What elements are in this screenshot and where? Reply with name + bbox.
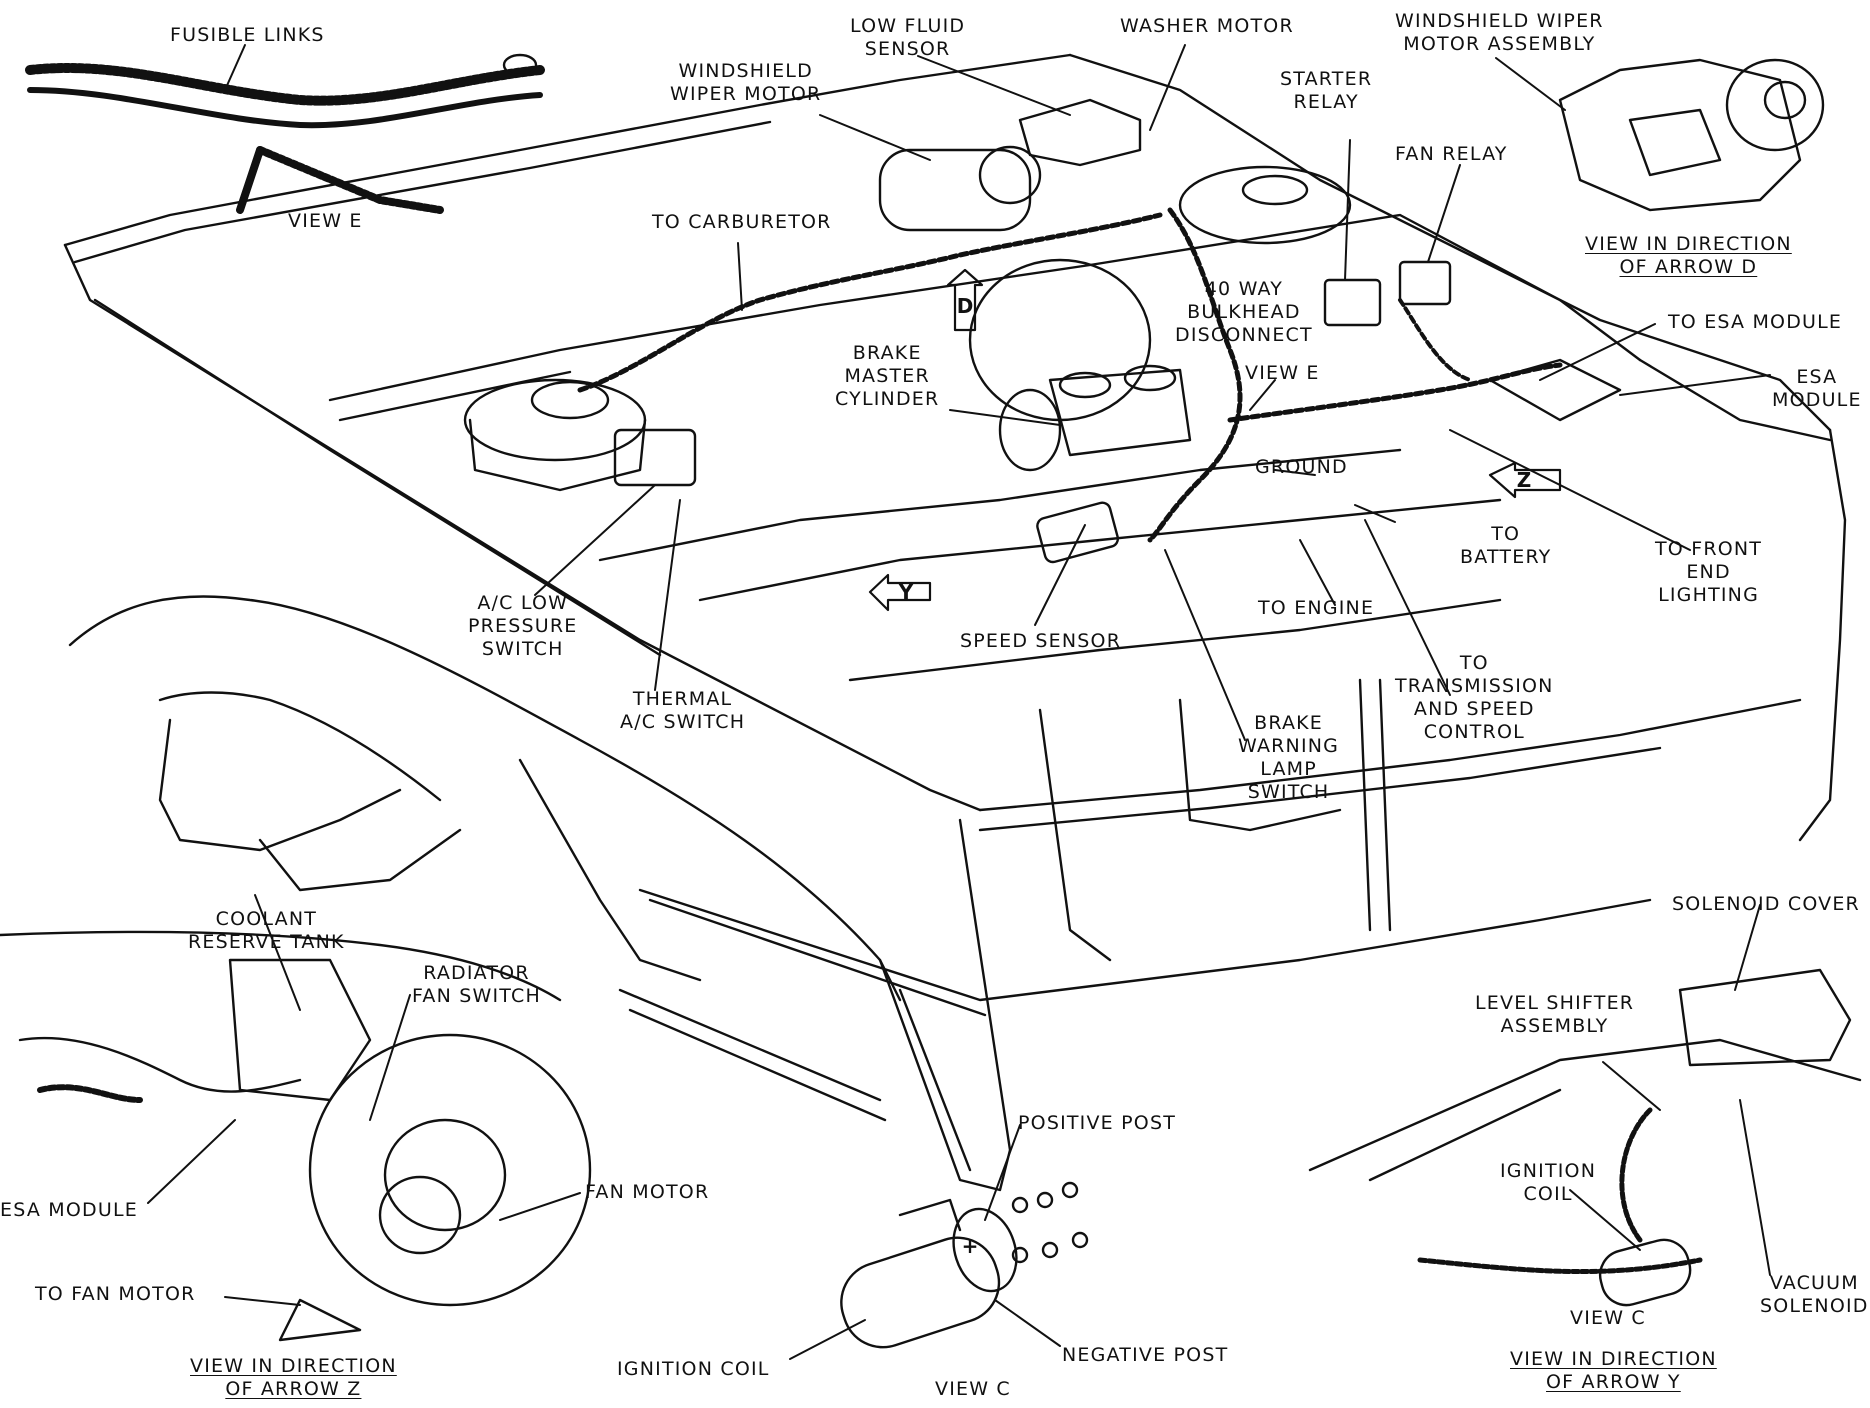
label-positive-post: POSITIVE POST bbox=[1018, 1112, 1177, 1134]
label-fan-motor: FAN MOTOR bbox=[585, 1181, 710, 1203]
label-to-engine: TO ENGINE bbox=[1258, 597, 1375, 619]
label-view-e-mid: VIEW E bbox=[1245, 362, 1320, 384]
label-ignition-coil-bottom: IGNITION COIL bbox=[617, 1358, 770, 1380]
label-ground: GROUND bbox=[1255, 456, 1348, 478]
label-negative-post: NEGATIVE POST bbox=[1062, 1344, 1229, 1366]
label-fusible-links: FUSIBLE LINKS bbox=[170, 24, 325, 46]
label-speed-sensor: SPEED SENSOR bbox=[960, 630, 1122, 652]
label-view-e-top: VIEW E bbox=[288, 210, 363, 232]
label-view-c-right: VIEW C bbox=[1570, 1307, 1646, 1329]
badge-d: D bbox=[956, 294, 974, 318]
inset-wiper-motor-assembly bbox=[1558, 58, 1825, 212]
arrow-z-icon bbox=[1488, 461, 1562, 499]
badge-plus: + bbox=[961, 1234, 979, 1258]
label-washer-motor: WASHER MOTOR bbox=[1120, 15, 1294, 37]
inset-fusible-links bbox=[25, 53, 545, 214]
inset-ignition-coil bbox=[840, 1181, 1089, 1349]
component-shapes bbox=[577, 98, 1622, 564]
inset-level-shifter bbox=[1308, 968, 1862, 1307]
label-to-carburetor: TO CARBURETOR bbox=[652, 211, 832, 233]
arrow-d-icon bbox=[946, 268, 984, 332]
arrow-y-icon bbox=[868, 573, 932, 612]
label-esa-module-left: ESA MODULE bbox=[0, 1199, 138, 1221]
badge-y: Y bbox=[898, 580, 914, 604]
leader-lines bbox=[147, 44, 1771, 1360]
label-solenoid-cover: SOLENOID COVER bbox=[1672, 893, 1860, 915]
label-to-fan-motor: TO FAN MOTOR bbox=[35, 1283, 196, 1305]
label-view-c-bottom: VIEW C bbox=[935, 1378, 1011, 1400]
badge-z: Z bbox=[1516, 468, 1532, 492]
label-fan-relay: FAN RELAY bbox=[1395, 143, 1508, 165]
inset-cooling-fan bbox=[0, 930, 592, 1342]
label-to-esa-module: TO ESA MODULE bbox=[1668, 311, 1843, 333]
direction-arrows bbox=[868, 268, 1562, 612]
